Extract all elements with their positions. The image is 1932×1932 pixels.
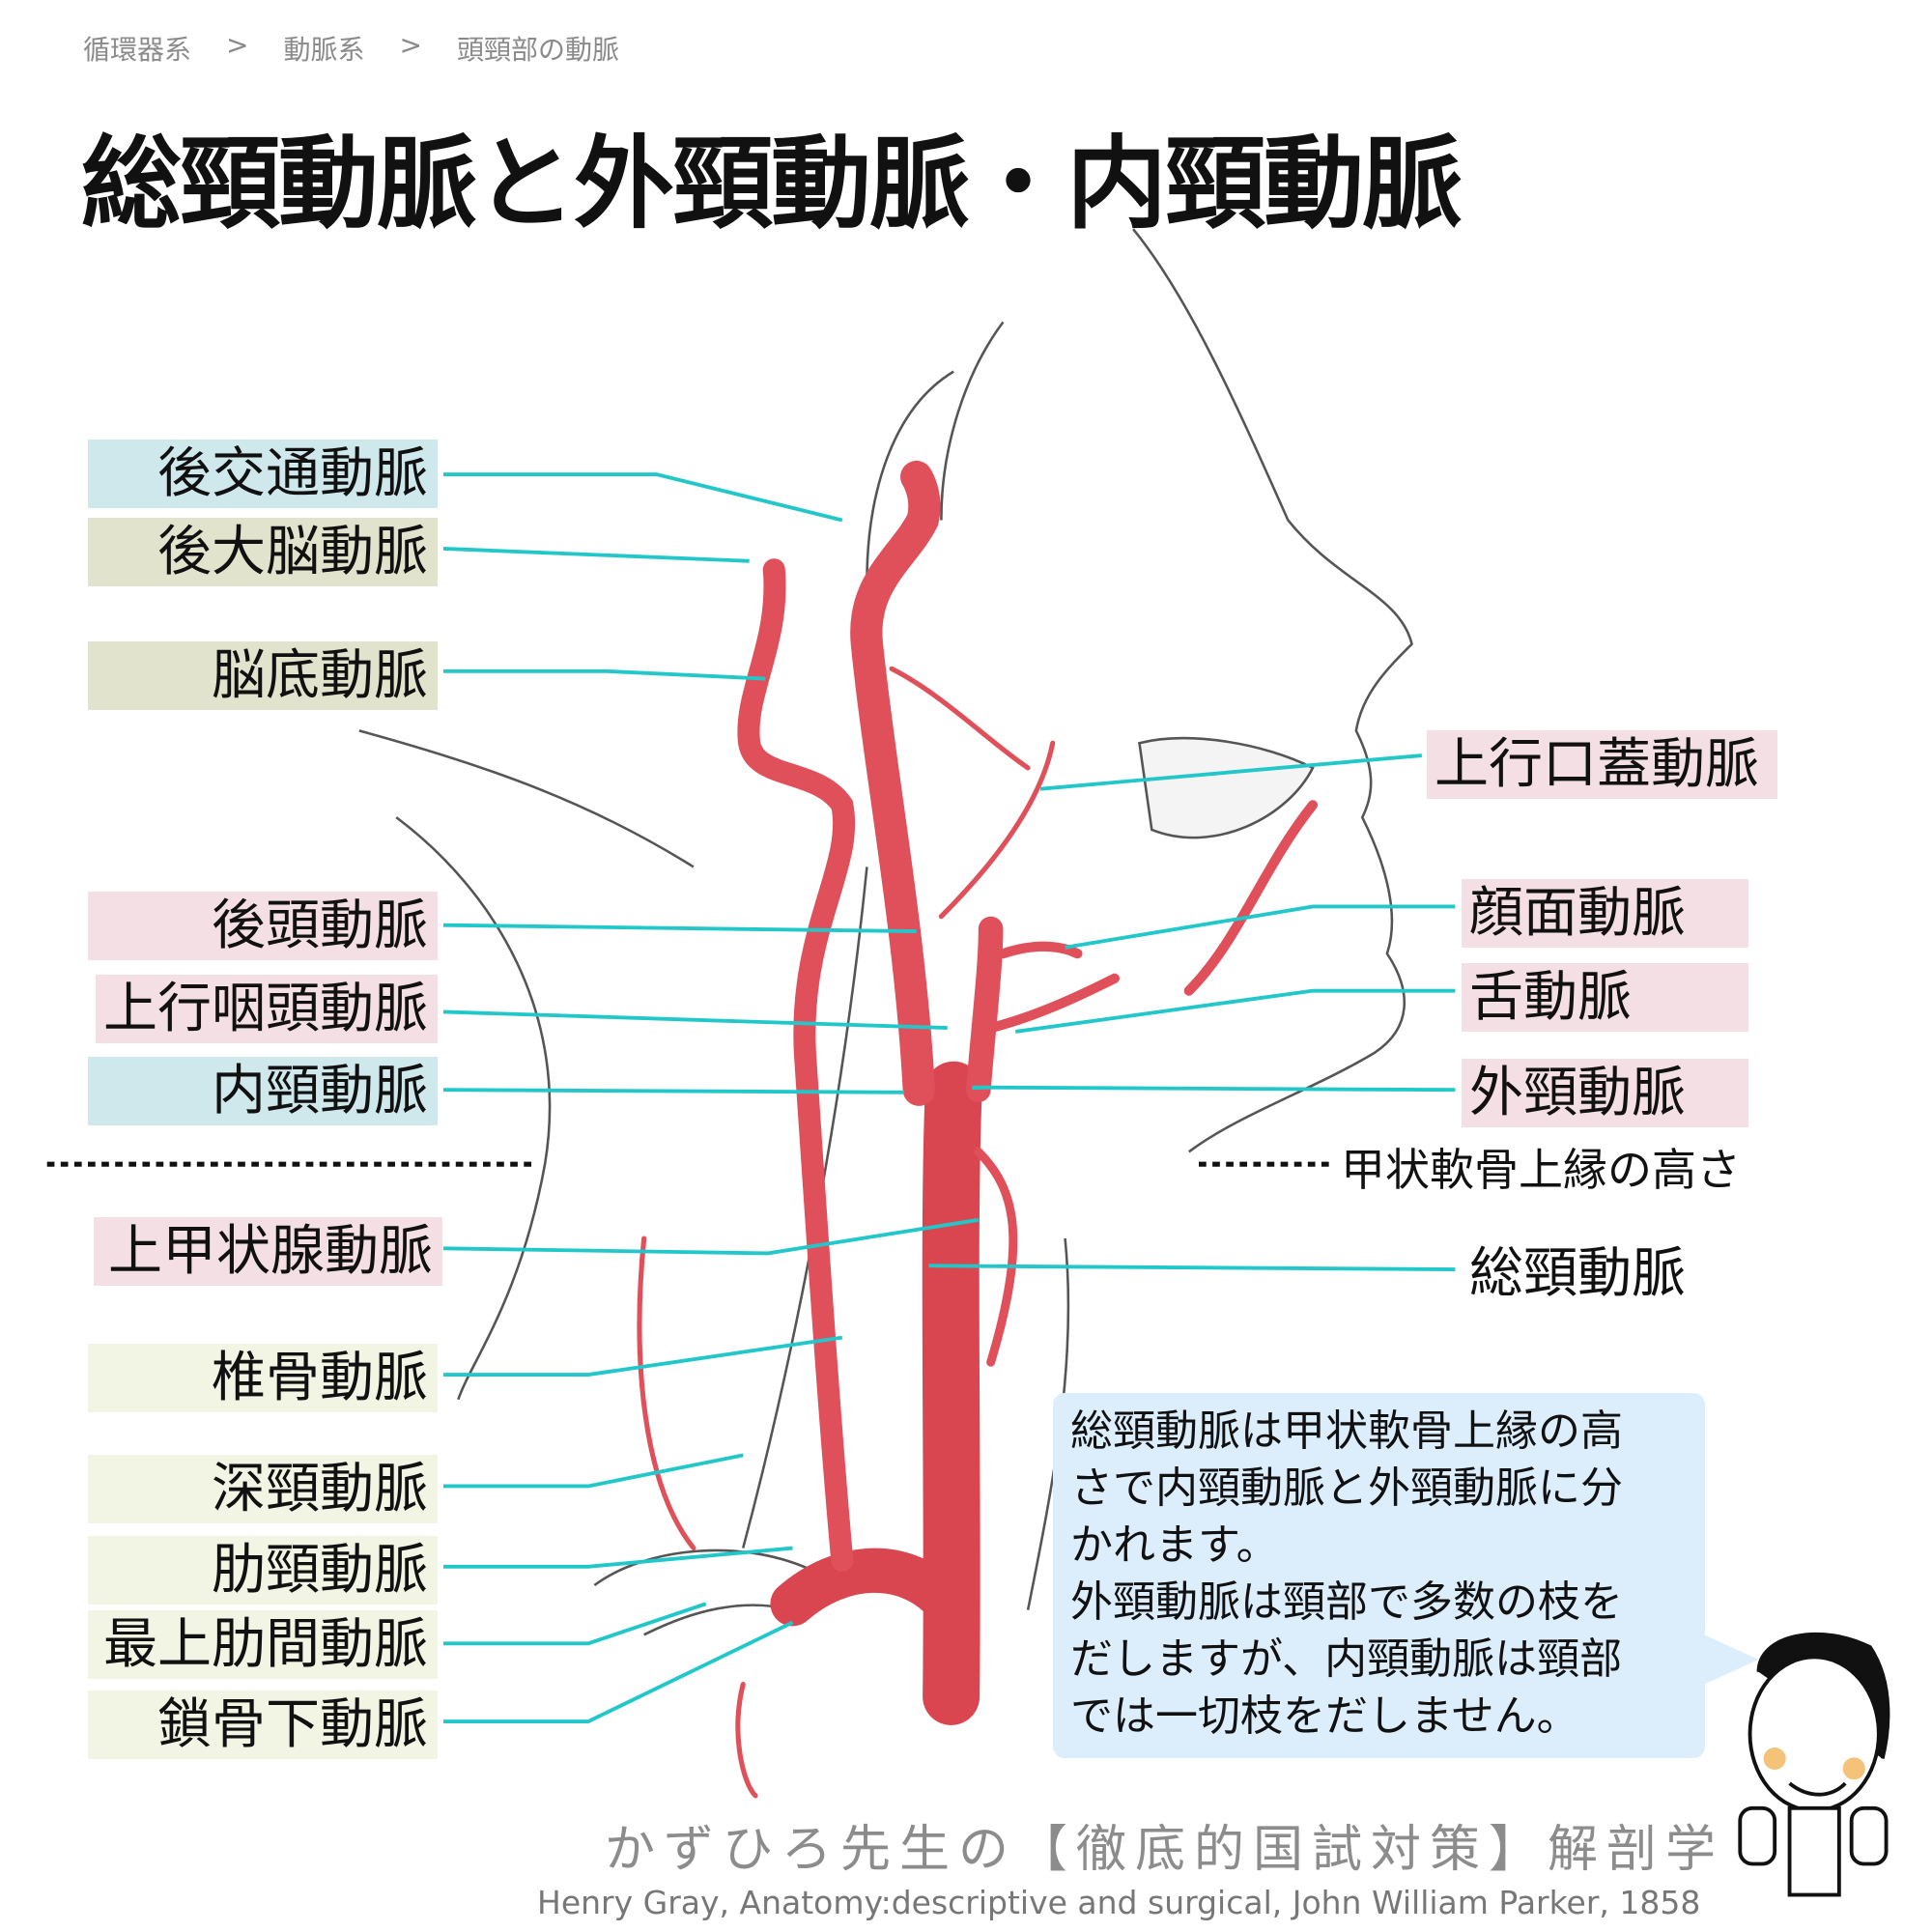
bubble-line: さで内頸動脈と外頸動脈に分: [1070, 1463, 1623, 1513]
label-ascending-pharyngeal-artery: 上行咽頭動脈: [96, 975, 438, 1043]
internal-carotid-artery: [850, 460, 941, 1106]
breadcrumb: 循環器系 > 動脈系 > 頭頸部の動脈: [83, 29, 619, 68]
lingual-artery: [985, 973, 1120, 1034]
label-thyroid-cartilage-level: 甲状軟骨上縁の高さ: [1341, 1144, 1741, 1196]
breadcrumb-item[interactable]: 頭頸部の動脈: [456, 34, 619, 66]
breadcrumb-separator: >: [399, 29, 422, 61]
label-common-carotid-artery: 総頸動脈: [1469, 1242, 1686, 1305]
source-credit: Henry Gray, Anatomy:descriptive and surg…: [537, 1884, 1701, 1921]
label-internal-carotid-artery: 内頸動脈: [88, 1057, 438, 1125]
speech-bubble-tail: [1704, 1634, 1759, 1685]
brand-caption: かずひろ先生の【徹底的国試対策】解剖学: [605, 1821, 1725, 1879]
facial-artery: [998, 800, 1319, 996]
label-posterior-communicating-artery: 後交通動脈: [88, 440, 438, 508]
label-vertebral-artery: 椎骨動脈: [88, 1344, 438, 1412]
external-carotid-artery: [966, 916, 1004, 1103]
label-posterior-cerebral-artery: 後大脳動脈: [88, 518, 438, 586]
subclavian-artery: [770, 1548, 964, 1627]
label-costocervical-trunk: 肋頸動脈: [88, 1536, 438, 1605]
teacher-avatar: [1738, 1632, 1890, 1897]
label-superior-thyroid-artery: 上甲状腺動脈: [94, 1217, 442, 1286]
label-deep-cervical-artery: 深頸動脈: [88, 1455, 438, 1523]
bubble-line: 外頸動脈は頸部で多数の枝を: [1070, 1577, 1623, 1627]
page-title: 総頸動脈と外頸動脈・内頸動脈: [81, 125, 1463, 242]
label-supreme-intercostal-artery: 最上肋間動脈: [88, 1610, 438, 1679]
label-occipital-artery: 後頭動脈: [88, 892, 438, 960]
bubble-line: かれます。: [1070, 1520, 1279, 1570]
superior-thyroid-artery: [974, 1147, 1018, 1367]
label-subclavian-artery: 鎖骨下動脈: [88, 1690, 438, 1759]
breadcrumb-item[interactable]: 動脈系: [283, 34, 365, 66]
label-ascending-palatine-artery: 上行口蓋動脈: [1427, 730, 1777, 799]
small-branches: [637, 666, 1056, 1799]
leader-lines: [442, 472, 1456, 1723]
arteries: [637, 460, 1319, 1799]
label-external-carotid-artery: 外頸動脈: [1462, 1059, 1748, 1127]
breadcrumb-separator: >: [226, 29, 249, 61]
vertebral-artery: [737, 558, 856, 1572]
bubble-line: 総頸動脈は甲状軟骨上縁の高: [1070, 1406, 1623, 1456]
label-lingual-artery: 舌動脈: [1462, 963, 1748, 1032]
bubble-line: だしますが、内頸動脈は頸部: [1070, 1634, 1623, 1684]
label-facial-artery: 顔面動脈: [1462, 879, 1748, 948]
label-basilar-artery: 脳底動脈: [88, 641, 438, 710]
breadcrumb-item[interactable]: 循環器系: [83, 34, 192, 66]
bubble-line: では一切枝をだしません。: [1070, 1691, 1579, 1741]
explanation-speech-bubble: 総頸動脈は甲状軟骨上縁の高 さで内頸動脈と外頸動脈に分 かれます。 外頸動脈は頸…: [1053, 1393, 1705, 1758]
